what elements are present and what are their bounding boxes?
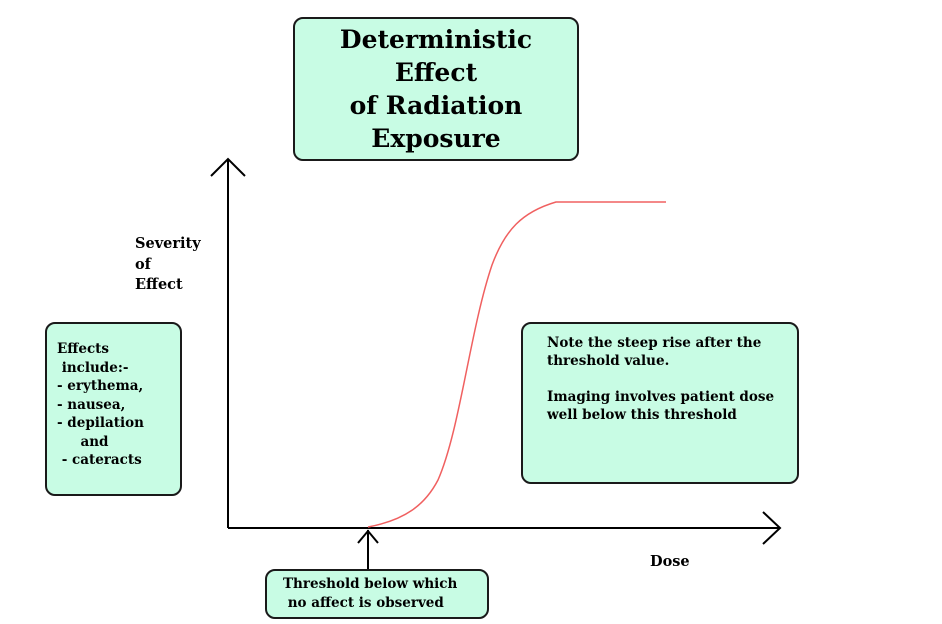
note-steep-rise: Note the steep rise after the threshold …	[547, 335, 762, 369]
y-axis-arrowhead	[210, 157, 246, 177]
note-imaging-dose: Imaging involves patient dose well below…	[547, 389, 775, 423]
threshold-arrowhead	[357, 529, 379, 544]
x-axis-arrowhead	[762, 511, 782, 545]
threshold-label-box: Threshold below which no affect is obser…	[265, 569, 489, 619]
diagram-title: Deterministic Effect of Radiation Exposu…	[293, 17, 579, 161]
y-axis-label: Severity of Effect	[135, 235, 201, 293]
effects-list-box: Effects include:- - erythema, - nausea, …	[45, 322, 182, 496]
dose-response-curve	[367, 201, 666, 528]
x-axis-label: Dose	[650, 553, 690, 570]
note-box: Note the steep rise after the threshold …	[521, 322, 799, 484]
